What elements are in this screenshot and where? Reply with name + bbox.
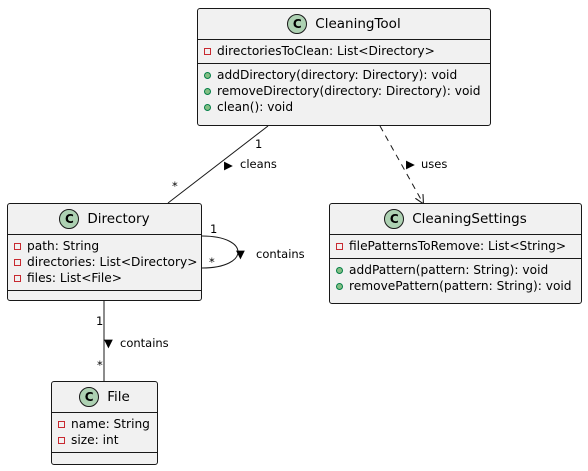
contains-file-from-multiplicity: 1: [96, 314, 103, 328]
uses-label: uses: [421, 157, 447, 171]
method-row: clean(): void: [198, 99, 490, 115]
attributes-section: directoriesToClean: List<Directory>: [198, 39, 490, 63]
methods-section: addDirectory(directory: Directory): void…: [198, 63, 490, 119]
cleans-to-multiplicity: *: [172, 179, 178, 193]
methods-section: addPattern(pattern: String): void removeP…: [330, 258, 581, 298]
attribute-row: path: String: [8, 238, 201, 254]
private-visibility-icon: [14, 258, 21, 266]
attribute-text: filePatternsToRemove: List<String>: [349, 239, 567, 253]
attribute-row: size: int: [52, 432, 157, 448]
class-header: C CleaningSettings: [330, 204, 581, 234]
class-header: C Directory: [8, 204, 201, 234]
class-header: C CleaningTool: [198, 9, 490, 39]
method-row: addPattern(pattern: String): void: [330, 262, 581, 278]
method-text: clean(): void: [217, 100, 294, 114]
method-row: removeDirectory(directory: Directory): v…: [198, 83, 490, 99]
contains-file-to-multiplicity: *: [97, 358, 103, 372]
class-name: Directory: [87, 211, 150, 227]
attributes-section: filePatternsToRemove: List<String>: [330, 234, 581, 258]
public-visibility-icon: [204, 87, 211, 95]
attributes-section: name: String size: int: [52, 412, 157, 452]
attribute-row: directoriesToClean: List<Directory>: [198, 43, 490, 59]
uses-edge: [379, 125, 423, 203]
attributes-section: path: String directories: List<Directory>…: [8, 234, 201, 290]
class-badge-icon: C: [287, 14, 308, 34]
private-visibility-icon: [58, 420, 65, 428]
cleans-edge: [167, 125, 269, 204]
public-visibility-icon: [204, 71, 211, 79]
class-file[interactable]: C File name: String size: int: [51, 381, 158, 465]
class-badge-icon: C: [384, 209, 405, 229]
cleans-direction-icon: ▶: [224, 158, 233, 172]
class-cleaning-tool[interactable]: C CleaningTool directoriesToClean: List<Di…: [197, 8, 491, 126]
attribute-text: name: String: [71, 417, 150, 431]
method-text: removeDirectory(directory: Directory): v…: [217, 84, 481, 98]
attribute-text: directoriesToClean: List<Directory>: [217, 44, 435, 58]
method-text: addDirectory(directory: Directory): void: [217, 68, 458, 82]
contains-self-edge: [201, 235, 239, 269]
private-visibility-icon: [58, 436, 65, 444]
class-header: C File: [52, 382, 157, 412]
attribute-text: directories: List<Directory>: [27, 255, 198, 269]
cleans-label: cleans: [240, 157, 277, 171]
private-visibility-icon: [204, 47, 211, 55]
class-name: CleaningSettings: [412, 211, 527, 227]
public-visibility-icon: [204, 103, 211, 111]
attribute-row: filePatternsToRemove: List<String>: [330, 238, 581, 254]
method-row: removePattern(pattern: String): void: [330, 278, 581, 294]
contains-self-label: contains: [256, 247, 305, 261]
public-visibility-icon: [336, 282, 343, 290]
class-name: CleaningTool: [315, 16, 401, 32]
attribute-row: files: List<File>: [8, 270, 201, 286]
private-visibility-icon: [14, 274, 21, 282]
uses-direction-icon: ▶: [406, 157, 415, 171]
private-visibility-icon: [336, 242, 343, 250]
contains-self-from-multiplicity: 1: [210, 222, 217, 236]
class-directory[interactable]: C Directory path: String directories: List<…: [7, 203, 202, 301]
contains-file-label: contains: [120, 336, 169, 350]
method-row: addDirectory(directory: Directory): void: [198, 67, 490, 83]
method-text: addPattern(pattern: String): void: [349, 263, 549, 277]
attribute-text: size: int: [71, 433, 119, 447]
class-cleaning-settings[interactable]: C CleaningSettings filePatternsToRemove: L…: [329, 203, 582, 304]
contains-self-direction-icon: ▼: [236, 247, 245, 261]
attribute-row: directories: List<Directory>: [8, 254, 201, 270]
class-badge-icon: C: [79, 387, 100, 407]
methods-section: [52, 452, 157, 461]
contains-self-to-multiplicity: *: [209, 255, 215, 269]
private-visibility-icon: [14, 242, 21, 250]
cleans-from-multiplicity: 1: [255, 137, 262, 151]
class-name: File: [107, 389, 130, 405]
public-visibility-icon: [336, 266, 343, 274]
methods-section: [8, 290, 201, 299]
attribute-row: name: String: [52, 416, 157, 432]
method-text: removePattern(pattern: String): void: [349, 279, 572, 293]
contains-file-direction-icon: ▼: [104, 336, 113, 350]
attribute-text: path: String: [27, 239, 100, 253]
class-badge-icon: C: [59, 209, 80, 229]
attribute-text: files: List<File>: [27, 271, 123, 285]
